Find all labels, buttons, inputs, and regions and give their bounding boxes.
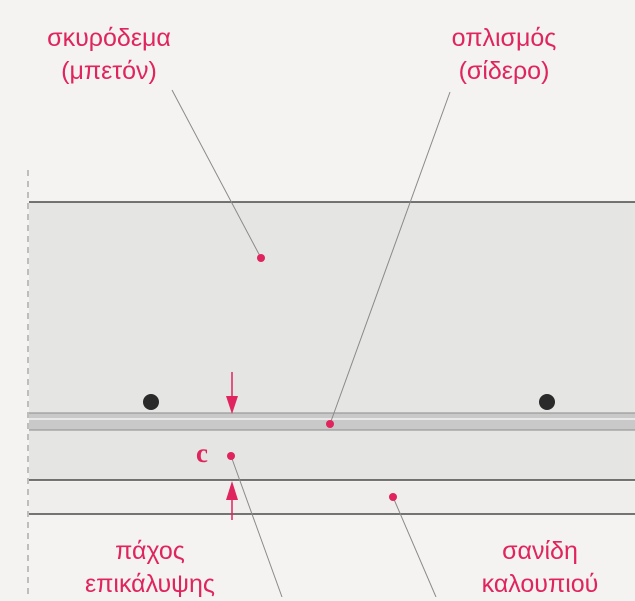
cover-arrow-bottom-head [226,481,238,500]
label-cover-line1: πάχος [115,537,185,565]
formwork-board [29,482,635,514]
concrete-slab [29,202,635,480]
label-formwork-line1: σανίδη [502,537,578,565]
marker-dot-cover [227,452,235,460]
label-concrete-line2: (μπετόν) [61,57,157,85]
marker-dot-formwork [389,493,397,501]
label-reinforcement-line2: (σίδερο) [458,57,550,85]
label-concrete-line1: σκυρόδεμα [47,24,171,52]
label-concrete: σκυρόδεμα (μπετόν) [14,22,204,88]
cover-arrow-top-head [226,396,238,414]
marker-dot-reinforcement [326,420,334,428]
label-reinforcement: οπλισμός (σίδερο) [414,22,594,88]
label-formwork: σανίδη καλουπιού [450,535,630,601]
label-formwork-line2: καλουπιού [481,570,599,598]
leader-line-concrete [171,89,262,259]
label-cover-thickness: πάχος επικάλυψης [50,535,250,601]
transverse-rebar-right [539,394,555,410]
label-cover-line2: επικάλυψης [85,570,215,598]
transverse-rebar-left [143,394,159,410]
cover-symbol-label: c [196,438,208,468]
marker-dot-concrete [257,254,265,262]
leader-line-cover [230,455,283,597]
leader-line-formwork [392,496,437,597]
label-reinforcement-line1: οπλισμός [451,24,557,52]
leader-line-reinforcement [329,91,451,425]
